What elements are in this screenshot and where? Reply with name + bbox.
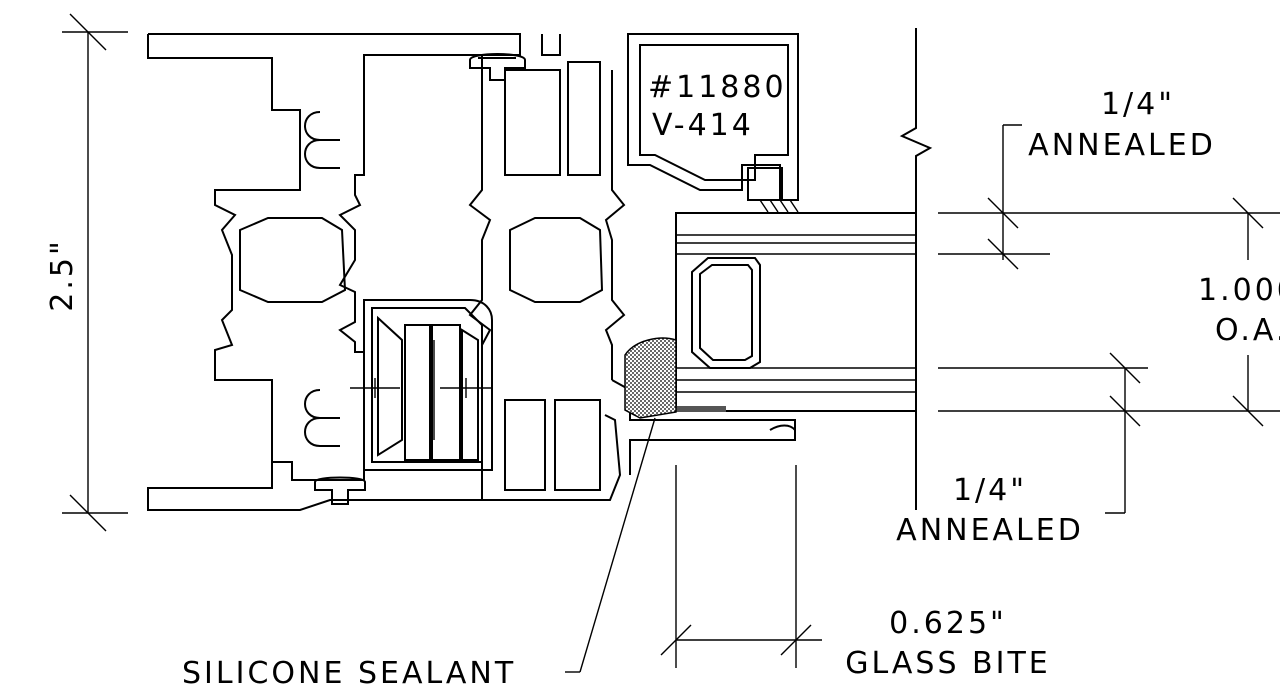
break-line (899, 28, 933, 510)
gasket-part-number: #11880 (648, 70, 787, 105)
silicone-sealant-bead (624, 337, 677, 419)
gasket-code: V-414 (652, 108, 754, 143)
frame-extrusion (147, 33, 796, 511)
top-gasket (469, 53, 526, 81)
overall-height-label: 2.5" (45, 238, 80, 312)
bottom-glass-thickness-label: 1/4" (953, 473, 1027, 508)
unit-thickness-dimension: 1.000 O.A. (938, 197, 1280, 427)
gasket-callout: #11880 V-414 (648, 70, 787, 143)
thermal-strut (350, 299, 493, 471)
glass-bite-dimension: 0.625" GLASS BITE (660, 465, 1051, 681)
bottom-glass-type-label: ANNEALED (896, 513, 1084, 548)
sealant-callout: SILICONE SEALANT (182, 417, 656, 691)
overall-height-dimension: 2.5" (45, 13, 128, 532)
insulated-glass-unit (675, 212, 917, 412)
bottom-glass-dimension: 1/4" ANNEALED (896, 352, 1148, 548)
unit-thickness-note: O.A. (1215, 313, 1280, 348)
glazing-stop (627, 33, 799, 213)
unit-thickness-label: 1.000 (1198, 273, 1280, 308)
top-glass-dimension: 1/4" ANNEALED (938, 87, 1280, 270)
glass-bite-value: 0.625" (889, 606, 1007, 641)
sealant-label: SILICONE SEALANT (182, 656, 516, 691)
top-glass-thickness-label: 1/4" (1101, 87, 1175, 122)
top-glass-type-label: ANNEALED (1028, 128, 1216, 163)
glass-bite-label: GLASS BITE (845, 646, 1051, 681)
bottom-gasket (314, 476, 366, 505)
